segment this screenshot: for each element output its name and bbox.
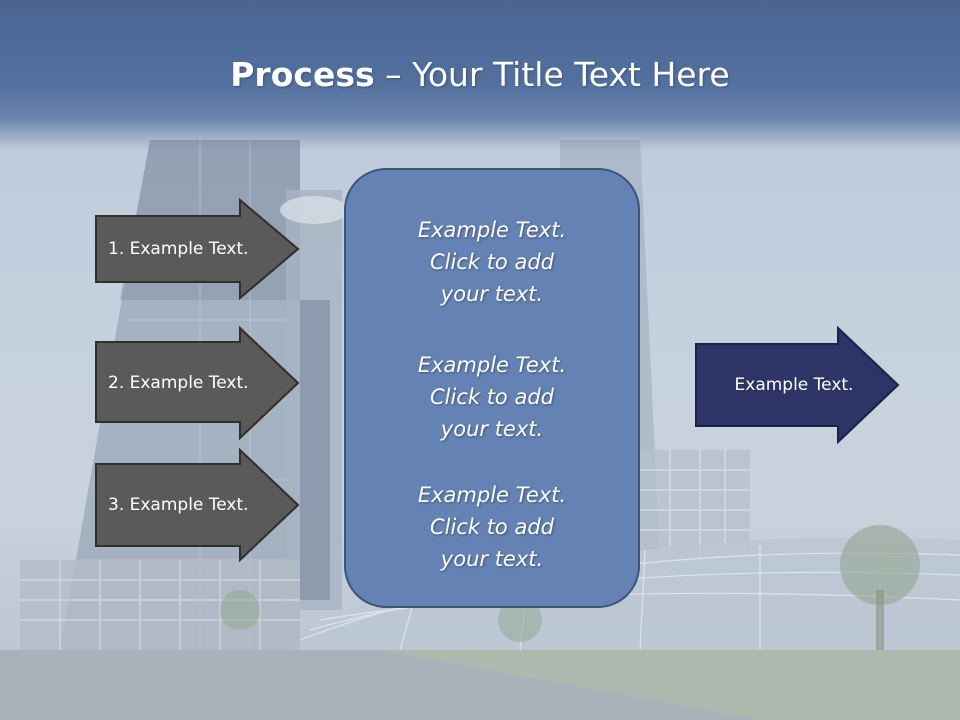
slide-title: Process – Your Title Text Here	[0, 50, 960, 100]
left-arrow-1[interactable]: 1. Example Text.	[94, 197, 300, 301]
title-rest: – Your Title Text Here	[374, 55, 730, 94]
title-bar	[0, 0, 960, 150]
center-text-block-1: Example Text. Click to add your text.	[417, 218, 567, 306]
title-bold: Process	[230, 55, 375, 94]
left-arrow-3[interactable]: 3. Example Text.	[94, 447, 300, 563]
left-arrow-label: 1. Example Text.	[108, 239, 249, 259]
center-text-block-3: Example Text. Click to add your text.	[417, 483, 567, 571]
arrow-shape	[95, 325, 300, 441]
center-text-block-2: Example Text. Click to add your text.	[417, 353, 567, 441]
left-arrow-2[interactable]: 2. Example Text.	[94, 325, 300, 441]
arrow-shape	[95, 197, 300, 301]
right-arrow-label: Example Text.	[734, 375, 854, 395]
center-text-box[interactable]: Example Text. Click to add your text. Ex…	[344, 168, 640, 608]
left-arrow-label: 2. Example Text.	[108, 373, 249, 393]
arrow-shape	[95, 447, 300, 563]
right-arrow[interactable]: Example Text.	[694, 325, 900, 445]
arrow-shape	[695, 325, 900, 445]
left-arrow-label: 3. Example Text.	[108, 495, 249, 515]
